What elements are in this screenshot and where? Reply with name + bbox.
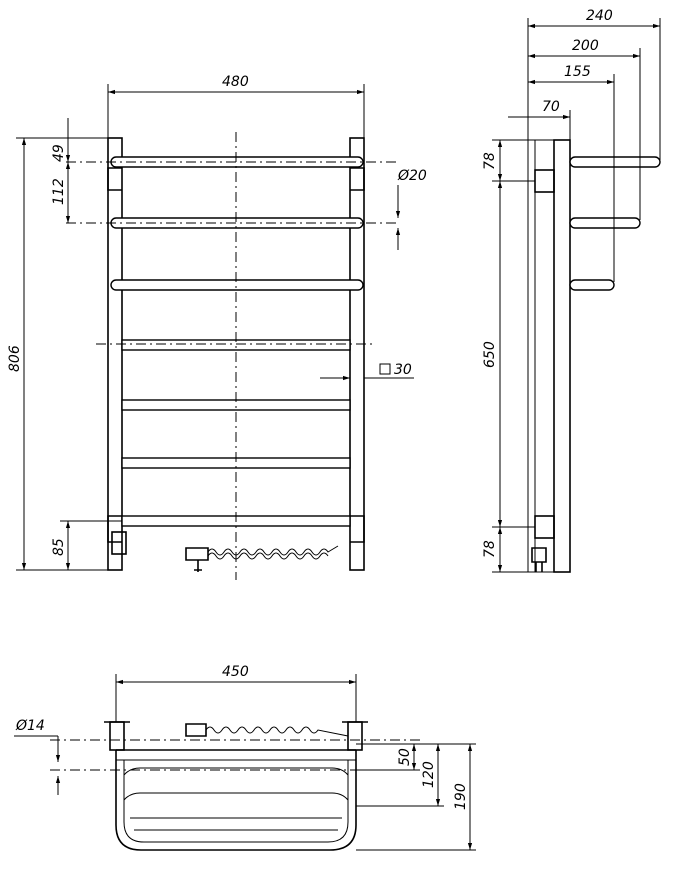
- dim-70-label: 70: [542, 99, 560, 115]
- spiral-cable-lower: [207, 552, 329, 560]
- side-bar-2: [569, 217, 641, 229]
- dim-49-label: 49: [51, 144, 67, 162]
- dim-240-label: 240: [586, 8, 613, 24]
- dia20-label: Ø20: [397, 168, 427, 184]
- dim-155-label: 155: [564, 64, 591, 80]
- dim-50-label: 50: [397, 748, 413, 766]
- dim-85-label: 85: [51, 538, 67, 556]
- dim-bot78-label: 78: [482, 540, 498, 558]
- left-rail: [107, 137, 123, 571]
- square-symbol: [379, 363, 391, 375]
- bottom-spiral-cable: [205, 726, 349, 737]
- dim-top78-label: 78: [482, 152, 498, 170]
- side-bracket-bottom: [534, 515, 555, 539]
- heating-element-plug: [111, 531, 127, 555]
- bottom-left-bracket: [107, 515, 122, 543]
- dim-650-label: 650: [482, 341, 498, 368]
- front-view: 480 806 49 112 85 Ø20 30: [7, 74, 427, 580]
- bottom-connector: [185, 723, 207, 737]
- top-right-bracket: [350, 167, 365, 191]
- dim-450-label: 450: [222, 664, 249, 680]
- outer-frame: [115, 750, 357, 851]
- spiral-cable: [207, 545, 339, 556]
- side-rail: [553, 139, 571, 573]
- dim-200-label: 200: [572, 38, 599, 54]
- bottom-bar-3: [123, 767, 349, 776]
- bottom-right-bracket: [350, 515, 365, 543]
- dim-806-label: 806: [7, 345, 23, 372]
- dim-190-label: 190: [453, 783, 469, 810]
- side-bracket-top: [534, 169, 555, 193]
- side-bar-3: [569, 279, 615, 291]
- bottom-bar-4: [123, 792, 349, 801]
- bottom-view: 450 Ø14 50 120 190: [14, 664, 476, 851]
- top-left-bracket: [107, 167, 122, 191]
- right-rail: [349, 137, 365, 571]
- round-bar-3: [110, 279, 364, 291]
- dim-120-label: 120: [421, 761, 437, 788]
- right-mount: [347, 721, 363, 751]
- dim-112-label: 112: [51, 178, 67, 205]
- frame-inner-1: [123, 760, 349, 843]
- left-mount: [109, 721, 125, 751]
- square30-label: 30: [394, 362, 412, 378]
- side-connector: [531, 547, 547, 572]
- dia14-label: Ø14: [15, 718, 45, 734]
- connector-body: [185, 547, 209, 572]
- dim-480-label: 480: [222, 74, 249, 90]
- side-bar-1: [569, 156, 661, 168]
- side-view: 240 200 155 70 78 650 78: [482, 8, 661, 573]
